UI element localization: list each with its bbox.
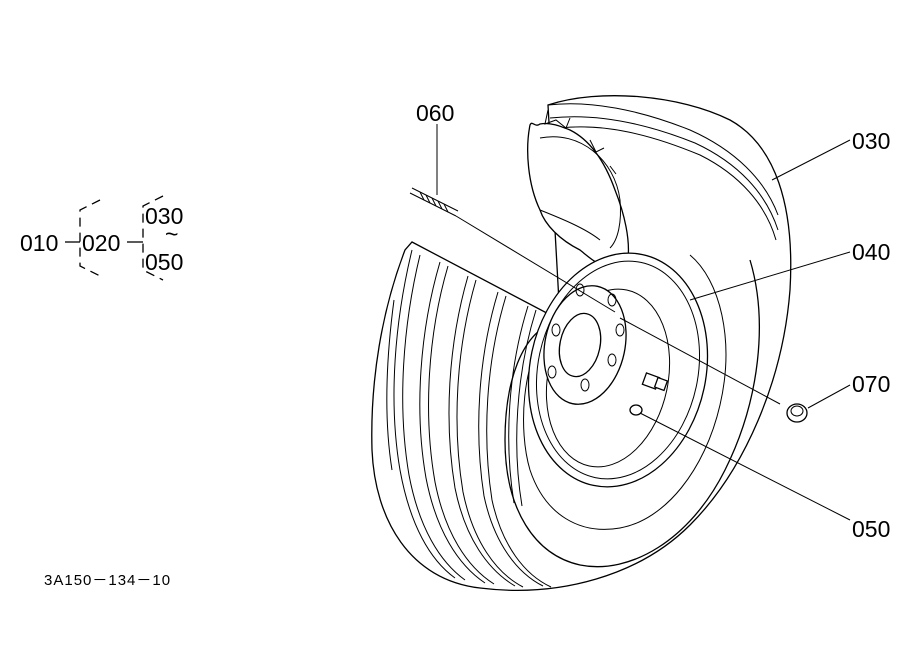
tread-grooves [386, 249, 552, 588]
tree-bracket-right [142, 195, 164, 281]
leader-070 [807, 384, 851, 409]
leader-lines [436, 124, 851, 521]
wheel-drawing [371, 95, 808, 591]
callout-060[interactable]: 060 [416, 100, 454, 126]
rim-flange [535, 260, 701, 480]
tread-grooves-top [547, 103, 779, 241]
valve-assembly [629, 372, 669, 416]
cap-070 [619, 317, 808, 423]
tree-bracket-left [79, 199, 101, 277]
figure-code: 3A150－134－10 [44, 572, 171, 589]
hub-center-hole [558, 312, 602, 378]
tree-tilde: ~ [165, 221, 178, 247]
callout-050[interactable]: 050 [852, 516, 890, 542]
leader-030 [771, 139, 851, 181]
assembly-tree: 010 020 030 ~ 050 [20, 195, 183, 281]
tree-top-label[interactable]: 030 [145, 203, 183, 229]
leader-050 [639, 412, 851, 521]
tire-cutaway-notches [544, 109, 617, 175]
tree-bottom-label[interactable]: 050 [145, 249, 183, 275]
bolt-holes [547, 283, 625, 392]
callout-040[interactable]: 040 [852, 239, 890, 265]
tire-cutaway-inner2 [539, 209, 601, 241]
callout-070[interactable]: 070 [852, 371, 890, 397]
tree-mid-label[interactable]: 020 [82, 230, 120, 256]
stud-060 [409, 187, 616, 313]
leader-040 [689, 251, 851, 301]
callout-030[interactable]: 030 [852, 128, 890, 154]
tire-bead [523, 254, 727, 530]
tree-root-label[interactable]: 010 [20, 230, 58, 256]
tire-sidewall-front [504, 259, 760, 568]
tire-cutaway-inner [539, 136, 621, 249]
